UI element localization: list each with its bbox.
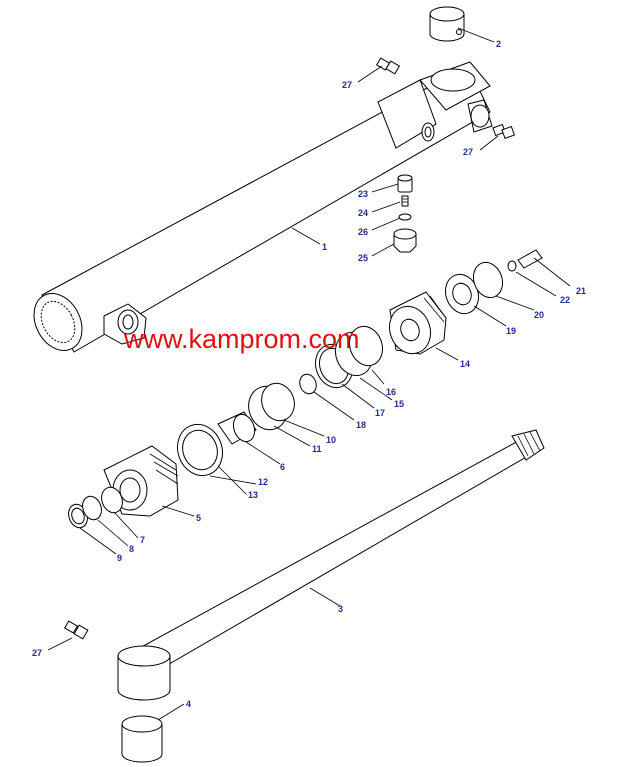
- callout-8: 8: [129, 544, 134, 554]
- cylinder-tube: [33, 61, 493, 353]
- callout-3: 3: [338, 604, 343, 614]
- piston: [388, 291, 447, 355]
- callout-21: 21: [576, 286, 586, 296]
- rings-10-11: [248, 382, 295, 431]
- callout-18: 18: [356, 420, 366, 430]
- grease-nipple-side: [492, 123, 516, 140]
- callout-10: 10: [326, 435, 336, 445]
- callout-1: 1: [322, 242, 327, 252]
- callout-9: 9: [117, 553, 122, 563]
- callout-20: 20: [534, 310, 544, 320]
- callout-6: 6: [280, 462, 285, 472]
- callout-13: 13: [248, 490, 258, 500]
- bushing-6: [217, 411, 257, 445]
- bushing-top: [429, 6, 465, 42]
- valve-stack: [393, 174, 417, 253]
- callout-27-side: 27: [463, 147, 473, 157]
- callout-23: 23: [358, 189, 368, 199]
- leader-lines: [47, 27, 571, 721]
- callout-7: 7: [140, 535, 145, 545]
- piston-rod: [117, 429, 545, 701]
- bushing-bottom: [121, 715, 163, 763]
- callout-17: 17: [375, 408, 385, 418]
- callout-19: 19: [506, 326, 516, 336]
- callout-16: 16: [386, 387, 396, 397]
- circlip-20: [472, 261, 504, 299]
- ring-18: [299, 373, 317, 395]
- rings-15-16-17: [314, 325, 384, 389]
- callout-14: 14: [460, 359, 470, 369]
- callout-5: 5: [196, 513, 201, 523]
- seal-ring-7-8-9: [68, 486, 123, 529]
- callout-2: 2: [496, 39, 501, 49]
- callout-25: 25: [358, 253, 368, 263]
- callout-11: 11: [312, 444, 322, 454]
- grease-nipple-top: [375, 57, 401, 75]
- callout-15: 15: [394, 399, 404, 409]
- watermark-text: www.kamprom.com: [123, 324, 360, 354]
- callout-22: 22: [560, 295, 570, 305]
- callout-labels: 2 27 27 1 23 24 26 25 21 22 20 19 14 16 …: [32, 39, 586, 709]
- ring-13: [176, 423, 224, 477]
- grease-nipple-bottom: [63, 620, 89, 640]
- callout-24: 24: [358, 208, 368, 218]
- callout-27-top: 27: [342, 80, 352, 90]
- callout-12: 12: [258, 477, 268, 487]
- pin-21-22: [507, 249, 543, 272]
- callout-4: 4: [186, 699, 191, 709]
- callout-26: 26: [358, 227, 368, 237]
- callout-27-bottom: 27: [32, 648, 42, 658]
